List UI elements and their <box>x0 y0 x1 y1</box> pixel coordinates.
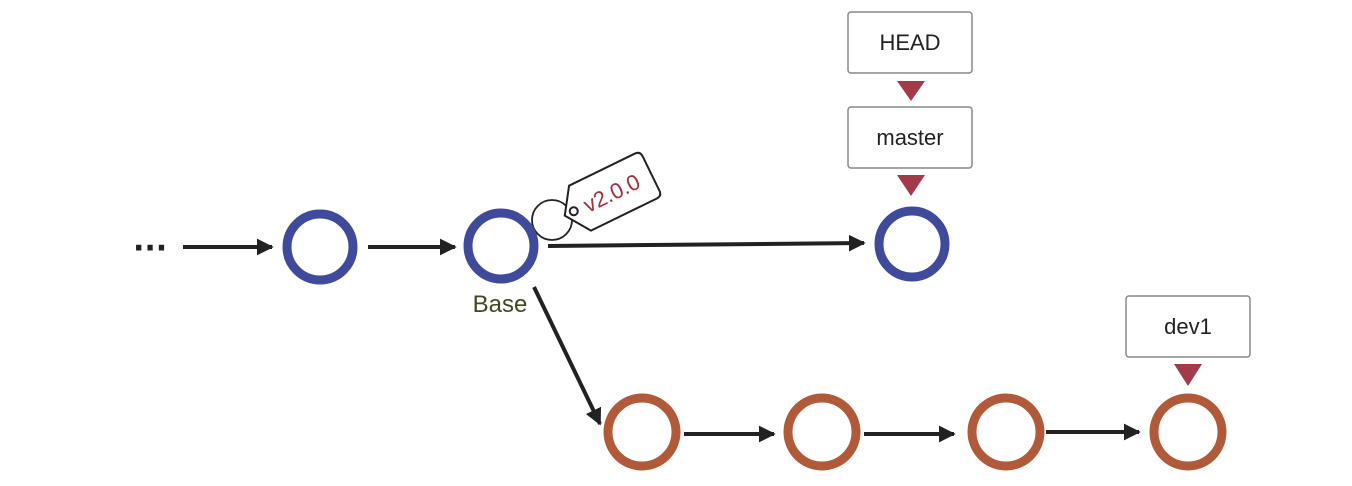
commit-node-dev1-tip <box>1149 393 1227 471</box>
head-pointer-icon <box>897 81 925 101</box>
tag-hole <box>568 206 579 217</box>
dev1-commits <box>603 393 1227 471</box>
history-ellipsis: ··· <box>133 231 167 266</box>
commit-node-master-tip <box>874 206 950 282</box>
head-ref-box <box>847 11 973 74</box>
commit-node-base <box>463 208 539 284</box>
tag-body <box>563 151 662 232</box>
commit-node <box>282 209 358 285</box>
arrow-base-to-dev-c1 <box>532 286 602 426</box>
commit-node-dev <box>603 393 681 471</box>
dev1-pointer-icon <box>1174 364 1202 386</box>
master-ref-box <box>847 106 973 169</box>
dev1-ref: dev1 <box>1125 295 1251 386</box>
dev1-ref-label: dev1 <box>1164 314 1212 339</box>
master-pointer-icon <box>897 175 925 196</box>
master-commits <box>282 206 950 285</box>
head-ref: HEAD <box>847 11 973 101</box>
commit-node-dev <box>967 393 1045 471</box>
master-ref-label: master <box>876 125 943 150</box>
arrow-base-to-master-tip <box>547 234 866 252</box>
commit-arrows <box>183 234 1141 443</box>
master-ref: master <box>847 106 973 196</box>
dev1-ref-box <box>1125 295 1251 358</box>
tag-v2-0-0: v2.0.0 <box>531 151 662 241</box>
commit-node-dev <box>783 393 861 471</box>
head-ref-label: HEAD <box>879 30 940 55</box>
base-commit-label: Base <box>473 291 528 318</box>
